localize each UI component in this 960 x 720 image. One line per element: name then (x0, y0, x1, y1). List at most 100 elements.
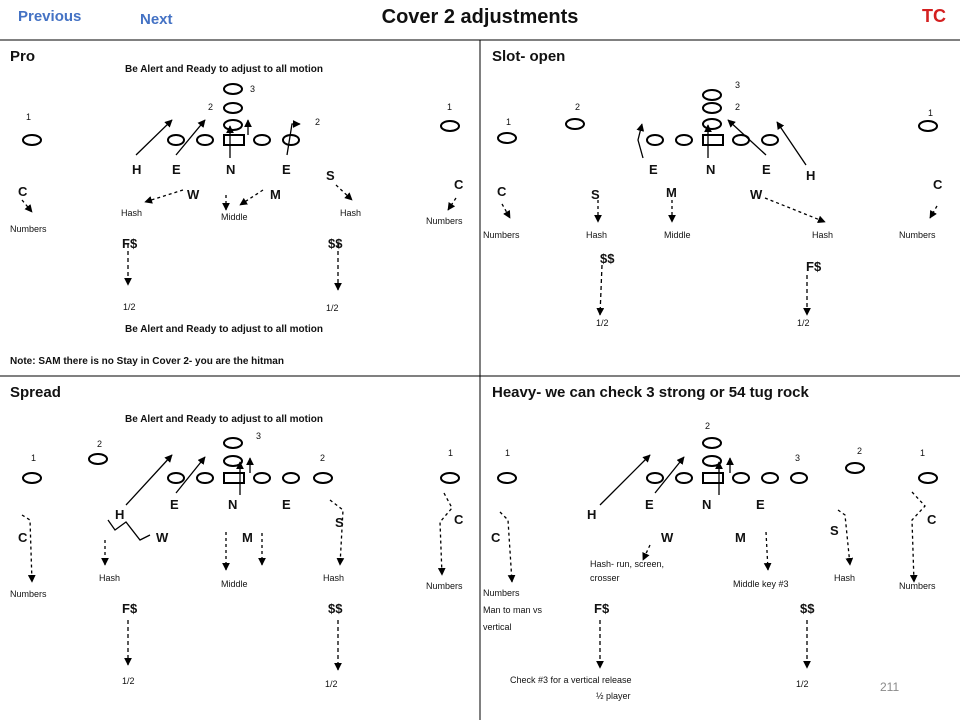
pro-lineman (196, 134, 214, 146)
position-c: C (497, 184, 507, 199)
position-strong-safety: $$ (328, 601, 343, 616)
pro-receiver-1-right (440, 120, 460, 132)
position-w: W (661, 530, 674, 545)
spread-receiver-1-left (22, 472, 42, 484)
spread-receiver-2-left (88, 453, 108, 465)
page-number: 211 (880, 680, 900, 694)
zone-half: 1/2 (123, 302, 136, 312)
heavy-receiver-3 (790, 472, 808, 484)
zone-middle: Middle (664, 230, 691, 240)
slot-lineman (675, 134, 693, 146)
position-e: E (649, 162, 658, 177)
position-h: H (806, 168, 816, 183)
position-e: E (282, 162, 291, 177)
position-c: C (18, 184, 28, 199)
route-number: 2 (575, 102, 581, 112)
slot-receiver-1-right (918, 120, 938, 132)
position-e: E (170, 497, 179, 512)
slot-receiver-3 (702, 89, 722, 101)
slot-center (702, 134, 724, 146)
next-link[interactable]: Next (140, 11, 173, 28)
spread-receiver-3 (223, 437, 243, 449)
route-number: 3 (795, 453, 801, 463)
position-c: C (491, 530, 501, 545)
spread-receiver-2-right (313, 472, 333, 484)
slot-quarterback (702, 118, 722, 130)
route-number: 2 (705, 421, 711, 431)
heavy-lineman (646, 472, 664, 484)
panel-title-spread: Spread (10, 384, 61, 401)
position-free-safety: F$ (122, 601, 138, 616)
route-number: 1 (26, 112, 32, 122)
spread-quarterback (223, 455, 243, 467)
heavy-receiver-1-left (497, 472, 517, 484)
heavy-center (702, 472, 724, 484)
zone-half: 1/2 (596, 318, 609, 328)
pro-lineman (282, 134, 300, 146)
position-m: M (735, 530, 746, 545)
panel-title-heavy: Heavy- we can check 3 strong or 54 tug r… (492, 384, 809, 401)
zone-middle: Middle (221, 579, 248, 589)
route-number: 1 (506, 117, 512, 127)
zone-hash: Hash (834, 573, 856, 583)
panel-title-slot: Slot- open (492, 48, 566, 65)
slot-lineman (646, 134, 664, 146)
middle-key-text: Middle key #3 (733, 579, 789, 589)
position-n: N (702, 497, 712, 512)
position-n: N (226, 162, 236, 177)
position-strong-safety: $$ (800, 601, 815, 616)
route-number: 1 (920, 448, 926, 458)
position-c: C (927, 512, 937, 527)
alert-text: Be Alert and Ready to adjust to all moti… (125, 414, 323, 425)
zone-numbers: Numbers (483, 588, 520, 598)
slot-lineman (761, 134, 779, 146)
heavy-formation (497, 437, 938, 484)
position-c: C (18, 530, 28, 545)
position-e: E (756, 497, 765, 512)
zone-numbers: Numbers (899, 230, 936, 240)
spread-arrows (21, 454, 453, 671)
position-m: M (242, 530, 253, 545)
slot-receiver-2-right (702, 102, 722, 114)
route-number: 1 (448, 448, 454, 458)
position-strong-safety: $$ (328, 236, 343, 251)
position-e: E (172, 162, 181, 177)
spread-lineman (196, 472, 214, 484)
previous-link[interactable]: Previous (18, 8, 82, 25)
heavy-lineman (675, 472, 693, 484)
half-player-text: ½ player (596, 691, 631, 701)
pro-receiver-3 (223, 83, 243, 95)
pro-receiver-1-left (22, 134, 42, 146)
page-title: Cover 2 adjustments (381, 6, 579, 28)
position-e: E (762, 162, 771, 177)
heavy-receiver-1-right (918, 472, 938, 484)
position-c: C (454, 512, 464, 527)
zone-half: 1/2 (797, 318, 810, 328)
tc-link[interactable]: TC (922, 6, 946, 26)
zone-numbers: Numbers (899, 581, 936, 591)
slot-arrows (501, 119, 938, 316)
position-free-safety: F$ (122, 236, 138, 251)
heavy-lineman (761, 472, 779, 484)
position-c: C (933, 177, 943, 192)
pro-quarterback (223, 119, 243, 131)
position-s: S (591, 187, 600, 202)
zone-hash: Hash (121, 208, 143, 218)
zone-hash: Hash (340, 208, 362, 218)
position-h: H (115, 507, 125, 522)
zone-half: 1/2 (796, 679, 809, 689)
heavy-arrows (499, 454, 926, 669)
route-number: 3 (250, 84, 256, 94)
spread-center (223, 472, 245, 484)
spread-lineman (167, 472, 185, 484)
man-to-man-text: Man to man vs (483, 605, 543, 615)
heavy-receiver-2-right (845, 462, 865, 474)
pro-lineman (167, 134, 185, 146)
position-n: N (228, 497, 238, 512)
alert-text: Be Alert and Ready to adjust to all moti… (125, 324, 323, 335)
position-s: S (335, 515, 344, 530)
position-w: W (750, 187, 763, 202)
route-number: 2 (857, 446, 863, 456)
zone-half: 1/2 (325, 679, 338, 689)
